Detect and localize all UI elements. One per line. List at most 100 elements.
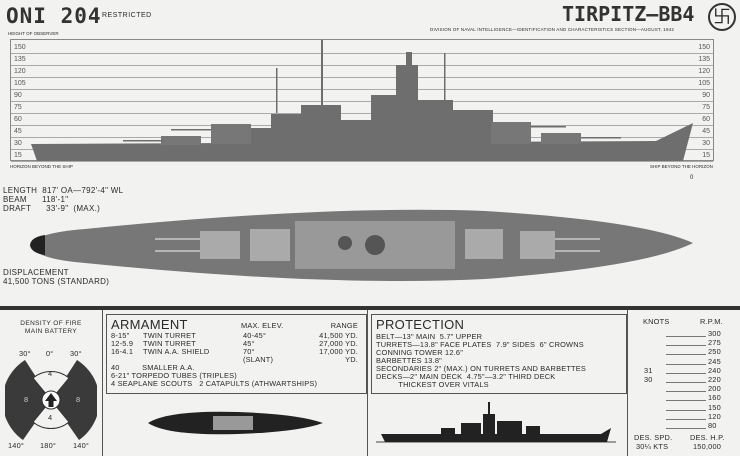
rpm-leader <box>666 418 706 420</box>
rpm-header: R.P.M. <box>700 317 723 326</box>
rpm-leader <box>666 345 706 347</box>
armament-note: 4 SEAPLANE SCOUTS 2 CATAPULTS (ATHWARTSH… <box>111 379 318 388</box>
protection-line: BARBETTES 13.8" <box>376 356 443 365</box>
armament-mount: TWIN A.A. SHIELD <box>143 347 210 356</box>
armament-range: 27,000 YD. <box>319 339 358 348</box>
knots-value: 31 <box>644 365 653 375</box>
scale-label-left: 60 <box>14 116 22 123</box>
protection-line: BELT—13" MAIN 5.7" UPPER <box>376 332 483 341</box>
arc-label: 0° <box>46 349 54 358</box>
scale-label-right: 120 <box>698 68 710 75</box>
rpm-row: 250 <box>628 348 740 357</box>
armament-range: YD. <box>345 355 358 364</box>
scale-label-left: 15 <box>14 152 22 159</box>
scale-label-right: 30 <box>702 140 710 147</box>
elev-header: MAX. ELEV. <box>241 321 284 330</box>
scale-label-left: 105 <box>14 80 26 87</box>
range-header: RANGE <box>330 321 358 330</box>
density-subtitle: MAIN BATTERY <box>24 328 78 335</box>
scale-label-left: 150 <box>14 44 26 51</box>
rpm-row: 300 <box>628 330 740 339</box>
rpm-value: 220 <box>708 374 721 384</box>
armament-gun: 16-4.1 <box>111 347 134 356</box>
data-panels: DENSITY OF FIRE MAIN BATTERY 30° 0° 30° … <box>0 306 740 456</box>
armament-elev: 40-45° <box>243 331 267 340</box>
scale-label-right: 90 <box>702 92 710 99</box>
design-hp: 150,000 <box>693 442 722 451</box>
scale-line <box>11 89 713 90</box>
rpm-value: 300 <box>708 329 721 338</box>
armament-mount: TWIN TURRET <box>143 331 196 340</box>
displacement: DISPLACEMENT 41,500 TONS (STANDARD) <box>3 268 109 286</box>
horizon-right-label: SHIP BEYOND THE HORIZON <box>650 164 713 169</box>
protection-line: TURRETS—13.8" FACE PLATES 7.9" SIDES 6" … <box>376 340 584 349</box>
rpm-row: 160 <box>628 394 740 403</box>
scale-line <box>11 101 713 102</box>
scale-line <box>11 161 713 162</box>
density-diagram <box>5 360 97 440</box>
swastika-emblem-icon: 卐 <box>708 3 736 31</box>
rpm-value: 160 <box>708 393 721 403</box>
armament-mount: TWIN TURRET <box>143 339 196 348</box>
scale-label-right: 105 <box>698 80 710 87</box>
armament-note: 6-21" TORPEDO TUBES (TRIPLES) <box>111 371 237 380</box>
draft: DRAFT 33'-9" (MAX.) <box>3 204 101 213</box>
design-hp-label: DES. H.P. <box>690 433 725 442</box>
scale-label-right: 150 <box>698 44 710 51</box>
armament-row: (SLANT) YD. <box>111 356 362 364</box>
protection-title: PROTECTION <box>376 317 465 332</box>
rpm-row: 275 <box>628 339 740 348</box>
scale-line <box>11 77 713 78</box>
rpm-row: 120 <box>628 411 740 422</box>
document-id: ONI 204 <box>6 4 102 28</box>
armament-elev: (SLANT) <box>243 355 274 364</box>
armament-range: 41,500 YD. <box>319 331 358 340</box>
ship-side-view-small <box>376 402 616 443</box>
rpm-leader <box>666 354 706 356</box>
rpm-leader <box>666 336 706 337</box>
starboard-guns: 8 <box>76 395 81 404</box>
rpm-value: 150 <box>708 402 721 412</box>
scale-line <box>11 65 713 66</box>
ship-side-silhouette <box>31 40 693 161</box>
rpm-value: 245 <box>708 356 721 366</box>
displacement-value: 41,500 TONS (STANDARD) <box>3 277 110 286</box>
knots-header: KNOTS <box>643 317 670 326</box>
armament-panel: ARMAMENT MAX. ELEV. RANGE 8-15"TWIN TURR… <box>102 310 367 456</box>
scale-label-right: 75 <box>702 104 710 111</box>
scale-label-left: 30 <box>14 140 22 147</box>
scale-line <box>11 113 713 114</box>
rpm-leader <box>666 427 706 429</box>
rpm-value: 80 <box>708 420 717 430</box>
armament-elev: 45° <box>243 339 255 348</box>
scale-label-right: 60 <box>702 116 710 123</box>
density-of-fire-panel: DENSITY OF FIRE MAIN BATTERY 30° 0° 30° … <box>0 310 102 456</box>
scale-label-right: 45 <box>702 128 710 135</box>
arc-label: 30° <box>70 349 82 358</box>
rpm-row: 245 <box>628 356 740 367</box>
armament-title: ARMAMENT <box>111 317 188 332</box>
ship-title: TIRPITZ—BB4 <box>562 2 695 26</box>
rpm-value: 275 <box>708 338 721 348</box>
rpm-value: 250 <box>708 347 721 357</box>
arc-label: 140° <box>73 441 90 450</box>
scale-label-right: 135 <box>698 56 710 63</box>
armament-elev: 70° <box>243 347 255 356</box>
protection-line: SECONDARIES 2" (MAX.) ON TURRETS AND BAR… <box>376 364 587 373</box>
scale-label-left: 120 <box>14 68 26 75</box>
scale-label-left: 135 <box>14 56 26 63</box>
armament-note: 40 SMALLER A.A. <box>111 363 195 372</box>
rpm-leader <box>666 409 706 411</box>
beam: BEAM 118'-1" <box>3 195 69 204</box>
scale-label-right: 15 <box>702 152 710 159</box>
rpm-value: 120 <box>708 411 721 421</box>
division-caption: DIVISION OF NAVAL INTELLIGENCE—IDENTIFIC… <box>430 27 675 32</box>
rpm-value: 240 <box>708 365 721 375</box>
rpm-leader <box>666 363 706 365</box>
